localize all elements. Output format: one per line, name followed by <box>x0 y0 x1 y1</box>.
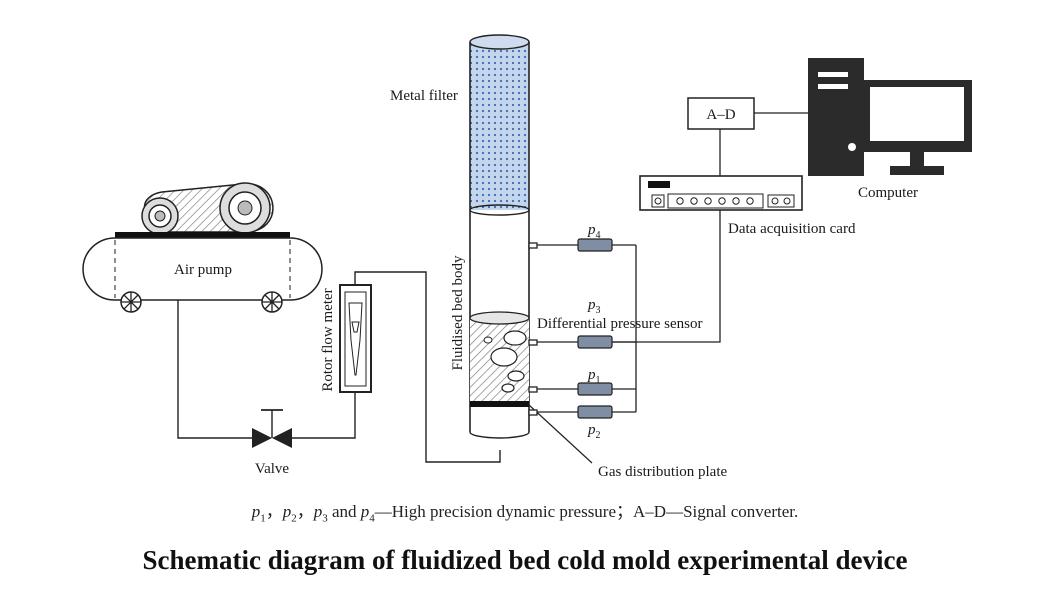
differential-pressure-sensor-label: Differential pressure sensor <box>537 316 703 332</box>
ad-converter: A–D <box>687 97 755 130</box>
p1-label: p1 <box>587 367 601 386</box>
data-acquisition-card-label: Data acquisition card <box>728 221 856 237</box>
pump-motor-belt <box>141 182 274 235</box>
signal-line <box>612 210 721 343</box>
pressure-sensor-p4 <box>577 238 613 252</box>
pump-base-plate <box>115 232 290 238</box>
gas-distribution-plate <box>470 401 529 407</box>
valve: Valve <box>252 409 292 477</box>
data-acquisition-card <box>639 175 803 211</box>
plate-pointer-line <box>528 404 593 464</box>
p4-label: p4 <box>587 222 601 241</box>
p2-label: p2 <box>587 422 601 441</box>
valve-label: Valve <box>255 461 289 477</box>
rotor-flow-meter: Rotor flow meter <box>320 284 372 393</box>
bubble <box>490 347 518 367</box>
air-pump-label: Air pump <box>174 262 232 278</box>
pressure-sensor-p2 <box>577 405 613 419</box>
fluidised-bed-body-label: Fluidised bed body <box>450 255 466 370</box>
metal-filter <box>470 42 529 210</box>
computer-monitor <box>862 80 972 175</box>
air-pump: Air pump <box>82 182 323 313</box>
pump-wheel-right <box>261 291 283 313</box>
bubble <box>483 336 493 344</box>
pump-tank <box>82 237 323 301</box>
bubble <box>503 330 527 346</box>
gas-distribution-plate-label: Gas distribution plate <box>598 464 727 480</box>
metal-filter-label: Metal filter <box>390 88 458 104</box>
computer <box>808 58 972 176</box>
pressure-sensor-p3 <box>577 335 613 349</box>
p3-label: p3 <box>587 297 601 316</box>
figure-title: Schematic diagram of fluidized bed cold … <box>142 545 908 575</box>
computer-label: Computer <box>858 185 918 201</box>
bubble <box>501 383 515 393</box>
figure-legend: p1，p2，p3 and p4—High precision dynamic p… <box>251 502 799 525</box>
gas-pipeline <box>177 271 501 463</box>
rotor-flow-meter-label: Rotor flow meter <box>320 288 336 391</box>
fluidised-bed-column: Fluidised bed body Metal filter <box>390 34 530 439</box>
ad-converter-label: A–D <box>706 107 735 123</box>
pressure-sensor-p1 <box>577 382 613 396</box>
pump-wheel-left <box>120 291 142 313</box>
computer-tower <box>808 58 864 176</box>
bubble <box>507 370 525 382</box>
